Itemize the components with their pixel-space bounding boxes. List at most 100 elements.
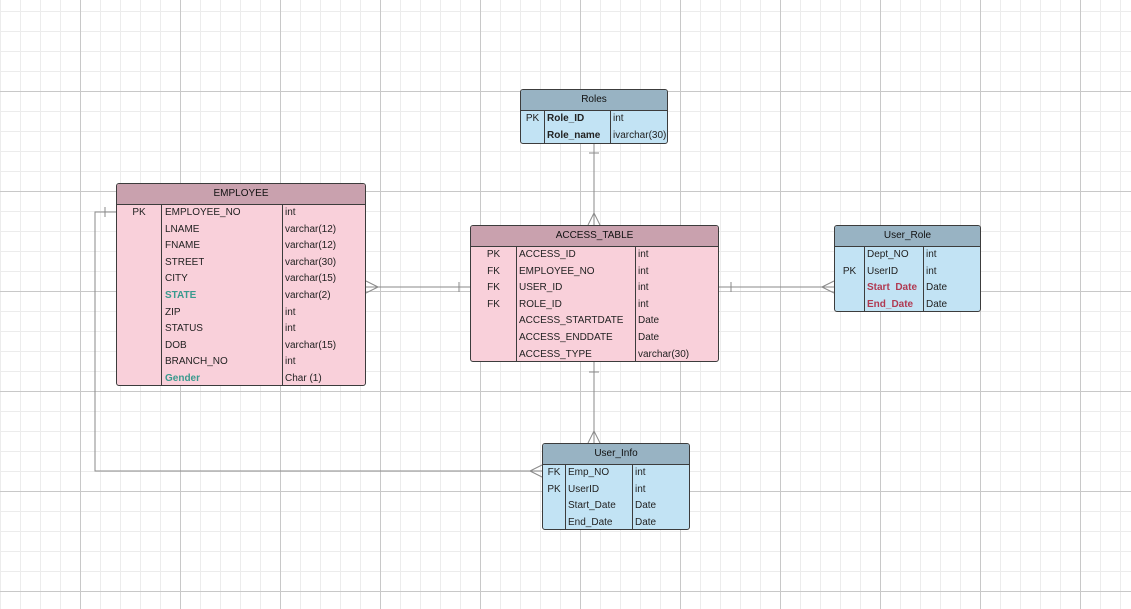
field-type: Date: [635, 500, 657, 512]
field-name: Dept_NO: [867, 249, 909, 260]
field-row[interactable]: FK ROLE_ID int: [471, 297, 718, 314]
field-type: int: [285, 323, 296, 335]
field-name: Emp_NO: [568, 467, 610, 478]
key-divider: [161, 204, 162, 385]
field-name: EMPLOYEE_NO: [165, 207, 241, 218]
field-name: EMPLOYEE_NO: [519, 265, 595, 277]
field-type: Char (1): [285, 372, 322, 384]
field-name: Role_name: [547, 129, 601, 141]
field-name: ROLE_ID: [519, 298, 562, 310]
field-type: varchar(30): [285, 256, 337, 268]
key-divider: [516, 246, 517, 361]
field-name: FNAME: [165, 240, 200, 252]
field-key: PK: [132, 207, 146, 218]
field-name: BRANCH_NO: [165, 356, 228, 368]
field-type: varchar(15): [285, 339, 337, 351]
field-row[interactable]: STATUS int: [117, 321, 365, 338]
field-type: int: [285, 356, 296, 368]
access-table-title: ACCESS_TABLE: [471, 226, 718, 247]
field-type: Date: [926, 298, 948, 310]
field-type: int: [638, 298, 649, 310]
field-key: PK: [525, 113, 540, 124]
field-key: PK: [842, 265, 857, 277]
field-row[interactable]: Dept_NO int: [835, 247, 980, 264]
employee-title: EMPLOYEE: [117, 184, 365, 205]
key-divider: [544, 110, 545, 143]
field-name: USER_ID: [519, 282, 563, 294]
type-divider: [282, 204, 283, 385]
field-row[interactable]: FK Emp_NO int: [543, 465, 689, 482]
connector-access-userrole[interactable]: [719, 280, 835, 294]
field-name: ACCESS_TYPE: [519, 348, 592, 360]
field-row[interactable]: ZIP int: [117, 305, 365, 322]
field-row[interactable]: Gender Char (1): [117, 371, 365, 385]
field-type: int: [926, 265, 937, 277]
field-row[interactable]: PK EMPLOYEE_NO int: [117, 205, 365, 222]
field-type: int: [926, 249, 937, 260]
field-row[interactable]: End_Date Date: [835, 297, 980, 311]
field-row[interactable]: FK EMPLOYEE_NO int: [471, 264, 718, 281]
field-type: int: [638, 265, 649, 277]
type-divider: [635, 246, 636, 361]
connector-access-userinfo[interactable]: [587, 362, 601, 444]
field-name: Start_Date: [568, 500, 616, 512]
field-name: ACCESS_STARTDATE: [519, 315, 624, 327]
connector-roles-access[interactable]: [587, 144, 601, 226]
field-type: varchar(15): [285, 273, 337, 285]
field-type: int: [635, 467, 646, 478]
field-name: DOB: [165, 339, 187, 351]
user-role-title: User_Role: [835, 226, 980, 247]
key-divider: [864, 246, 865, 311]
field-key: FK: [487, 298, 500, 310]
type-divider: [923, 246, 924, 311]
field-name: ZIP: [165, 306, 181, 318]
connector-employee-userinfo[interactable]: [94, 207, 543, 478]
field-row[interactable]: DOB varchar(15): [117, 338, 365, 355]
field-type: varchar(12): [285, 240, 337, 252]
field-name: End_Date: [867, 298, 914, 310]
field-type: varchar(12): [285, 223, 337, 235]
field-name: Gender: [165, 372, 201, 384]
field-row[interactable]: BRANCH_NO int: [117, 354, 365, 371]
field-name: ACCESS_ID: [519, 249, 576, 260]
field-type: int: [613, 113, 624, 124]
field-name: ACCESS_ENDDATE: [519, 331, 613, 343]
field-row[interactable]: FK USER_ID int: [471, 280, 718, 297]
field-key: FK: [487, 265, 500, 277]
field-row[interactable]: FNAME varchar(12): [117, 238, 365, 255]
field-type: varchar(2): [285, 289, 331, 301]
type-divider: [610, 110, 611, 143]
field-row[interactable]: Start_Date Date: [543, 498, 689, 515]
field-key: FK: [487, 282, 500, 294]
field-type: Date: [635, 516, 657, 528]
field-type: int: [285, 306, 296, 318]
type-divider: [632, 464, 633, 529]
key-divider: [565, 464, 566, 529]
field-type: int: [285, 207, 296, 218]
user-info-title: User_Info: [543, 444, 689, 465]
field-name: STATUS: [165, 323, 203, 335]
field-type: int: [638, 282, 649, 294]
field-type: int: [638, 249, 649, 260]
field-key: FK: [547, 467, 561, 478]
connector-employee-access[interactable]: [365, 280, 470, 294]
